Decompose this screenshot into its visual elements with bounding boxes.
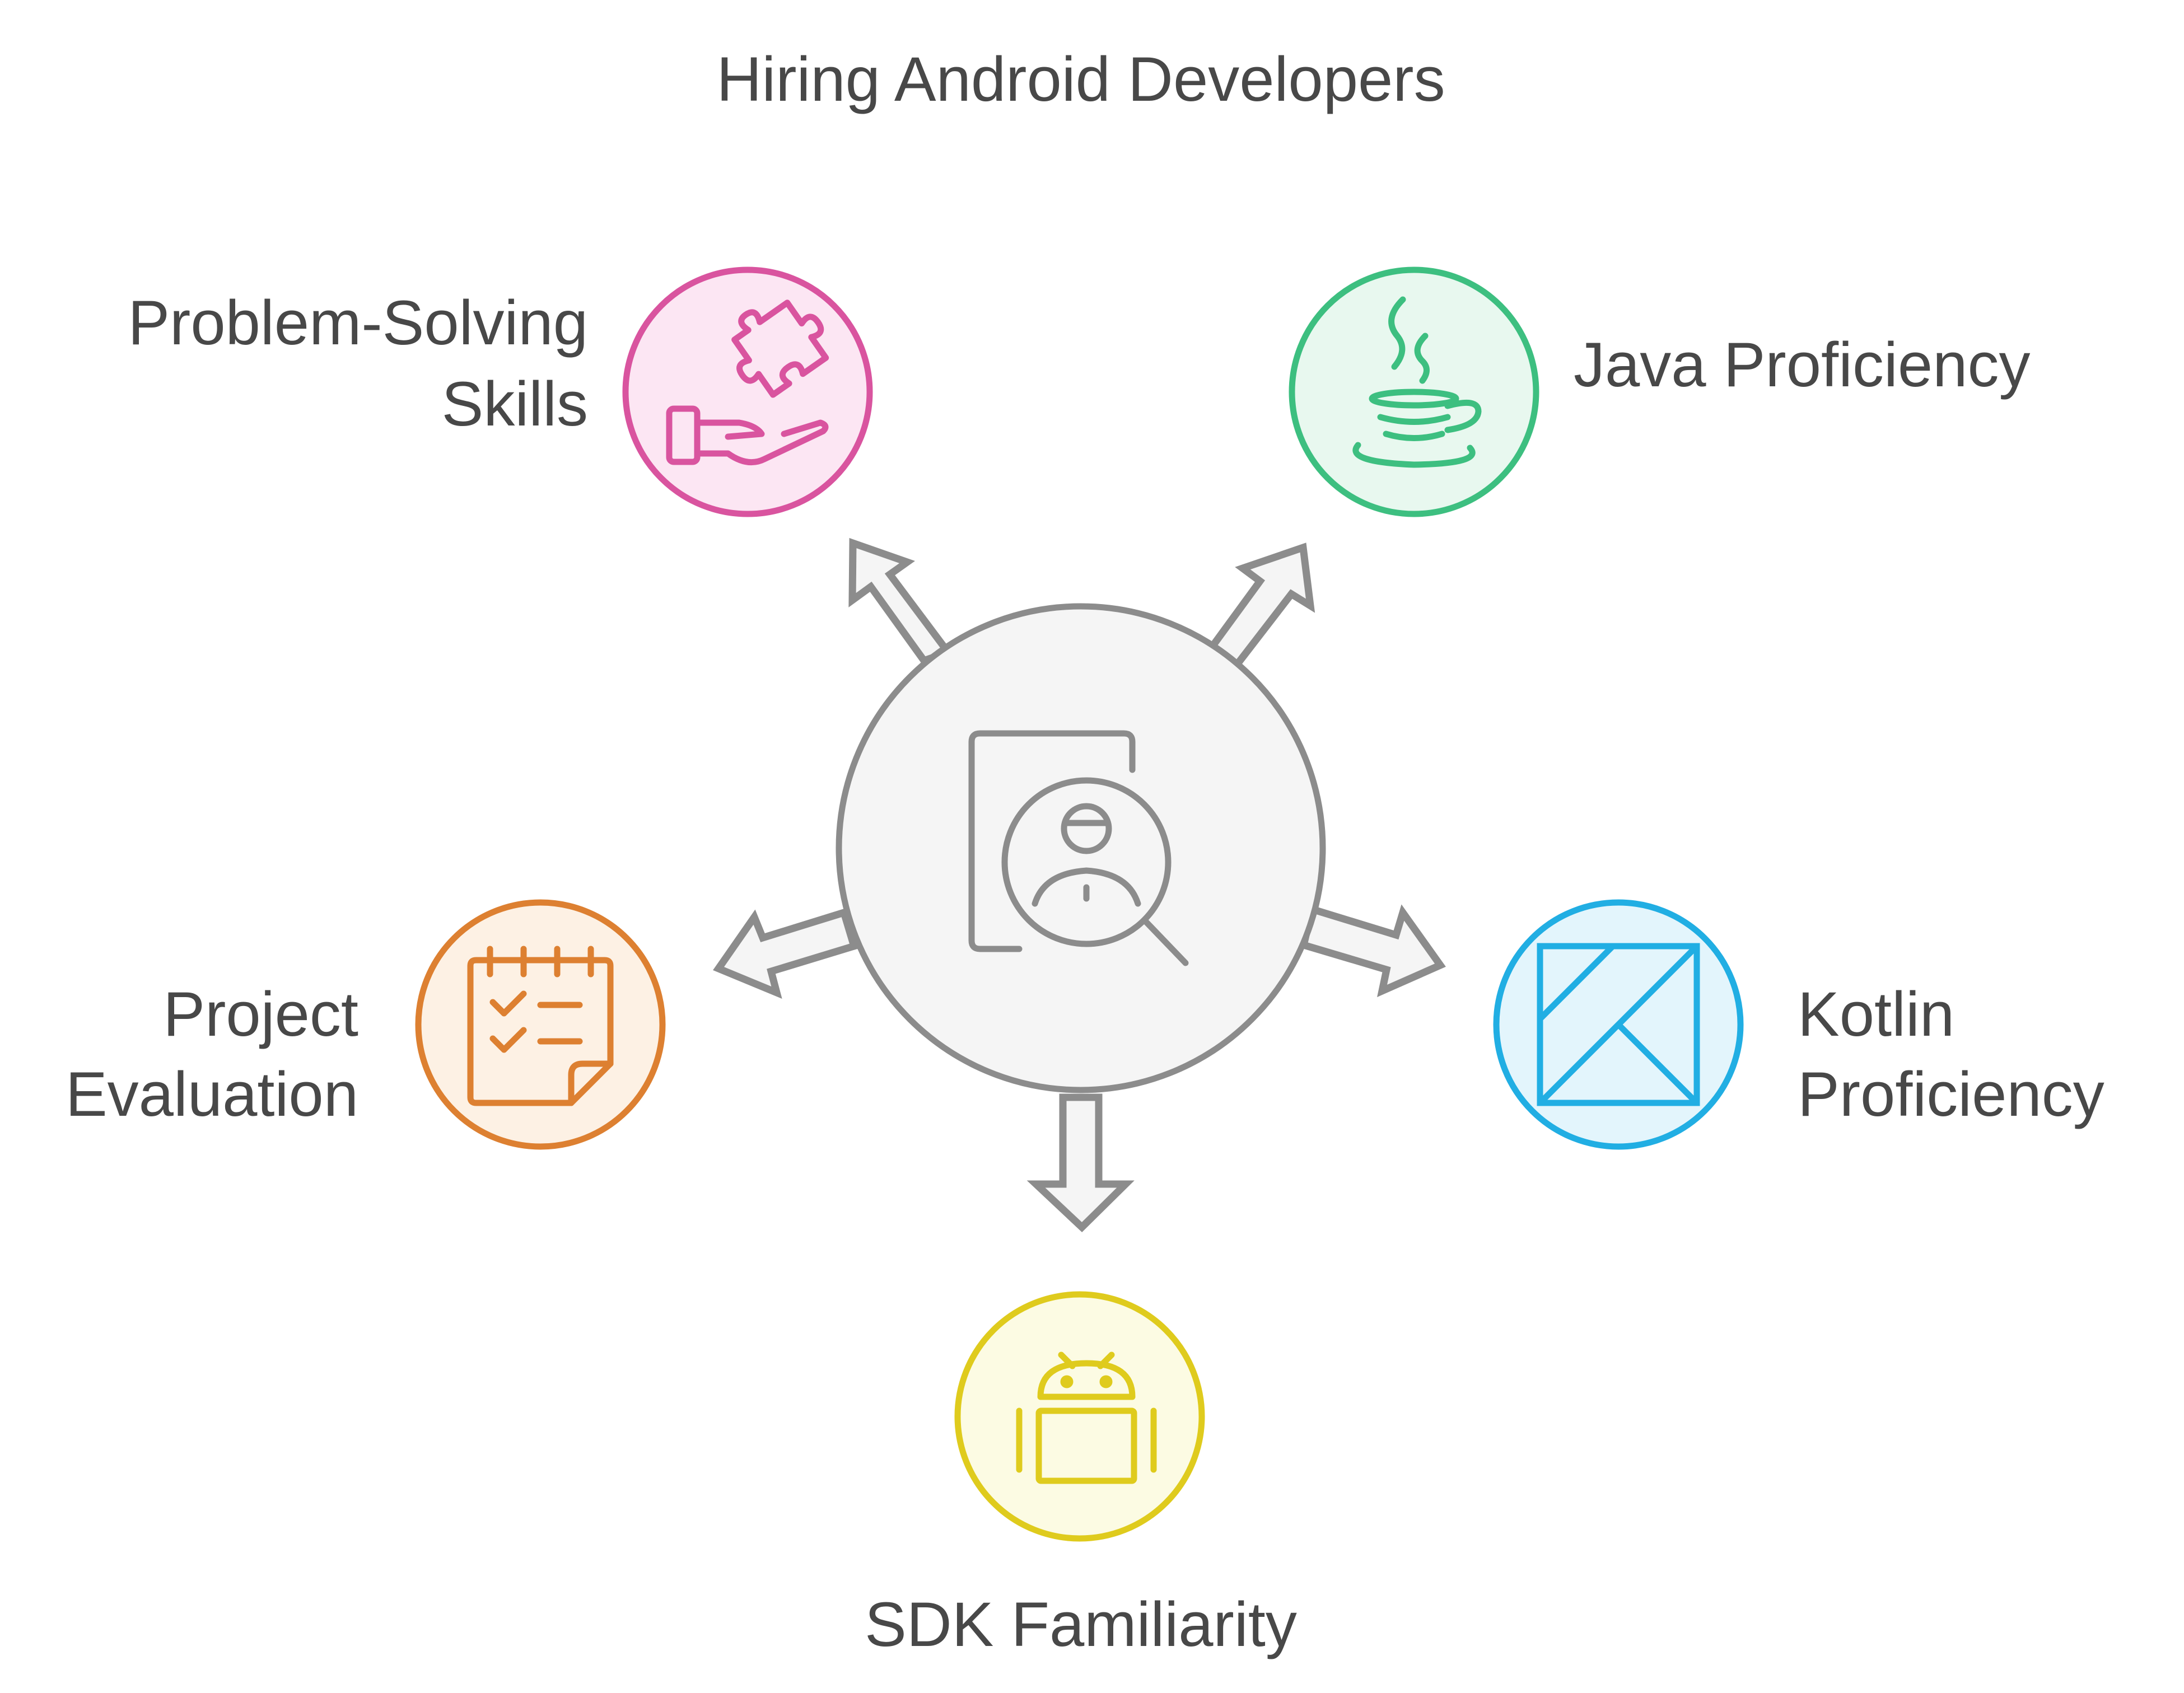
connector-arrows xyxy=(713,537,1446,1233)
arrow-to-sdk xyxy=(1026,1093,1135,1233)
label-java: Java Proficiency xyxy=(1574,330,2031,400)
node-project-evaluation xyxy=(415,899,666,1150)
label-project-evaluation-line1: Project xyxy=(163,979,358,1049)
arrow-to-project-evaluation xyxy=(713,908,859,999)
label-problem-solving-line2: Skills xyxy=(441,369,588,439)
android-robot-icon xyxy=(1016,1351,1157,1484)
label-kotlin-line1: Kotlin xyxy=(1798,979,1955,1049)
center-hub xyxy=(836,603,1326,1093)
label-problem-solving-line1: Problem-Solving xyxy=(128,288,588,358)
kotlin-logo-icon xyxy=(1537,943,1700,1106)
label-kotlin-line2: Proficiency xyxy=(1798,1059,2104,1129)
node-kotlin xyxy=(1493,899,1744,1150)
page-title: Hiring Android Developers xyxy=(716,44,1445,114)
arrow-to-java xyxy=(1203,542,1315,675)
java-coffee-cup-icon xyxy=(1352,296,1482,468)
node-sdk xyxy=(954,1291,1205,1542)
node-java xyxy=(1289,266,1539,517)
calendar-checklist-icon xyxy=(467,946,614,1106)
label-project-evaluation-line2: Evaluation xyxy=(65,1059,358,1129)
arrow-to-kotlin xyxy=(1299,904,1446,998)
candidate-search-icon xyxy=(968,730,1189,966)
label-sdk: SDK Familiarity xyxy=(865,1589,1297,1659)
arrow-to-problem-solving xyxy=(848,537,954,665)
node-problem-solving xyxy=(622,266,873,517)
puzzle-hand-icon xyxy=(666,300,829,466)
